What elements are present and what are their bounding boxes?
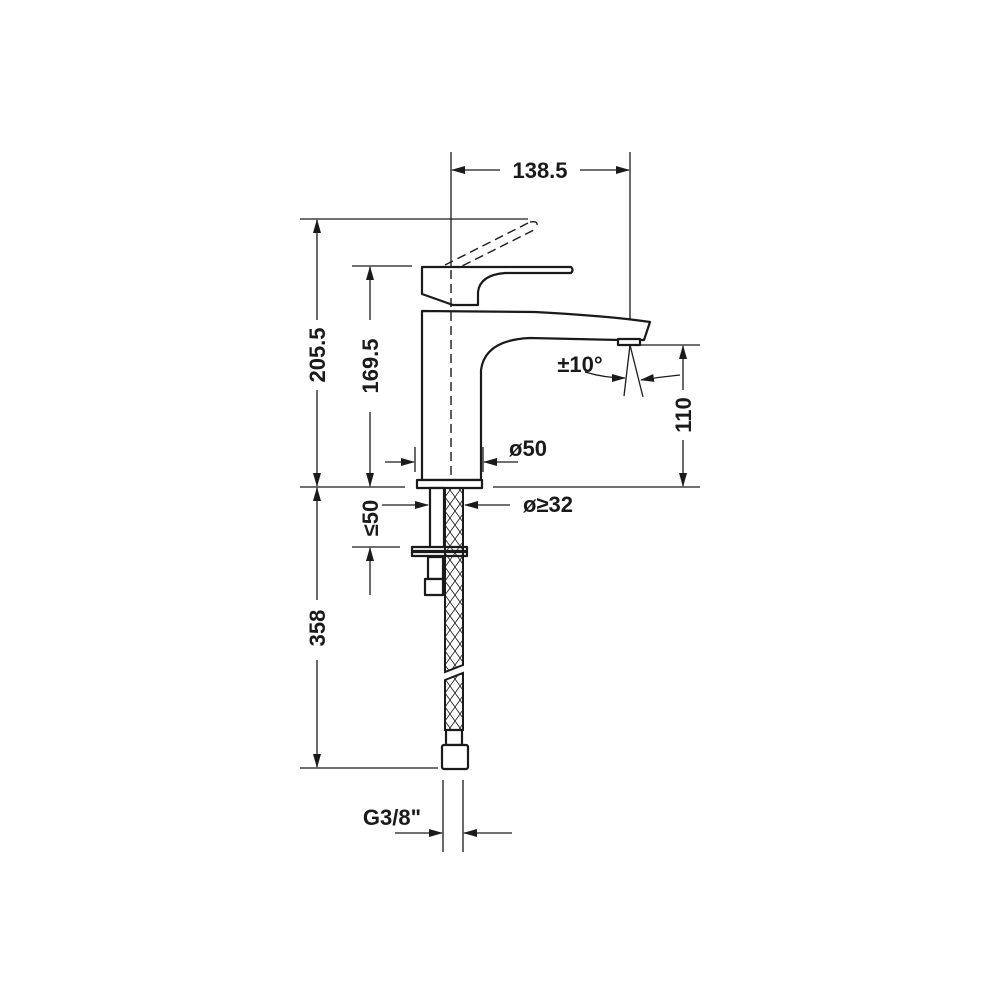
dim-hose-length: 358	[305, 610, 330, 647]
dim-total-height: 205.5	[305, 327, 330, 382]
faucet-body	[415, 220, 652, 490]
mounting-hardware	[410, 486, 469, 597]
dim-hole-diameter: ø≥32	[523, 492, 573, 517]
dim-connection-thread: G3/8"	[363, 805, 421, 830]
dim-deck-thickness: ≤50	[358, 500, 383, 537]
dim-spout-reach: 138.5	[512, 158, 567, 183]
dim-lever-height: 169.5	[358, 338, 383, 393]
dim-body-diameter: ø50	[509, 436, 547, 461]
braided-hose	[440, 487, 470, 771]
dim-spray-angle: ±10°	[557, 352, 602, 377]
dimension-arrows	[313, 166, 687, 837]
dim-outlet-height: 110	[671, 397, 696, 433]
